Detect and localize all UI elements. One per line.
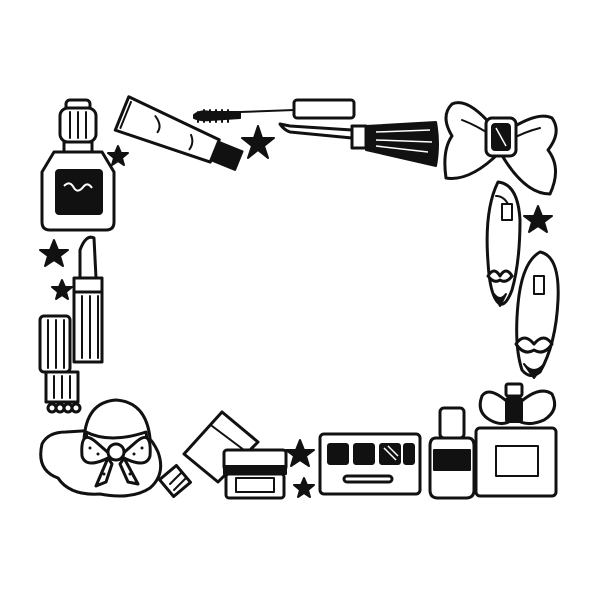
star-icon	[107, 145, 129, 166]
eyeshadow-palette-icon	[318, 432, 422, 496]
star-icon	[293, 477, 315, 498]
cream-tube-icon	[113, 95, 244, 171]
star-icon	[241, 125, 275, 159]
star-icon	[39, 239, 69, 267]
nail-polish-icon	[428, 406, 476, 500]
perfume-bottle-icon	[40, 98, 116, 232]
ballet-flat-shoe-icon	[514, 250, 560, 379]
sun-hat-icon	[39, 398, 163, 498]
hand-cream-tube-icon	[158, 410, 260, 498]
ballet-flat-shoe-icon	[485, 180, 522, 307]
cream-jar-icon	[222, 448, 288, 500]
hair-bow-icon	[443, 101, 558, 196]
star-icon	[51, 279, 73, 300]
star-icon	[285, 439, 315, 467]
star-icon	[523, 205, 553, 233]
mascara-wand-icon	[193, 98, 356, 123]
makeup-brush-icon	[278, 121, 439, 167]
hair-curler-icon	[38, 314, 82, 414]
lipstick-icon	[72, 235, 104, 364]
bow-perfume-bottle-icon	[474, 382, 558, 498]
